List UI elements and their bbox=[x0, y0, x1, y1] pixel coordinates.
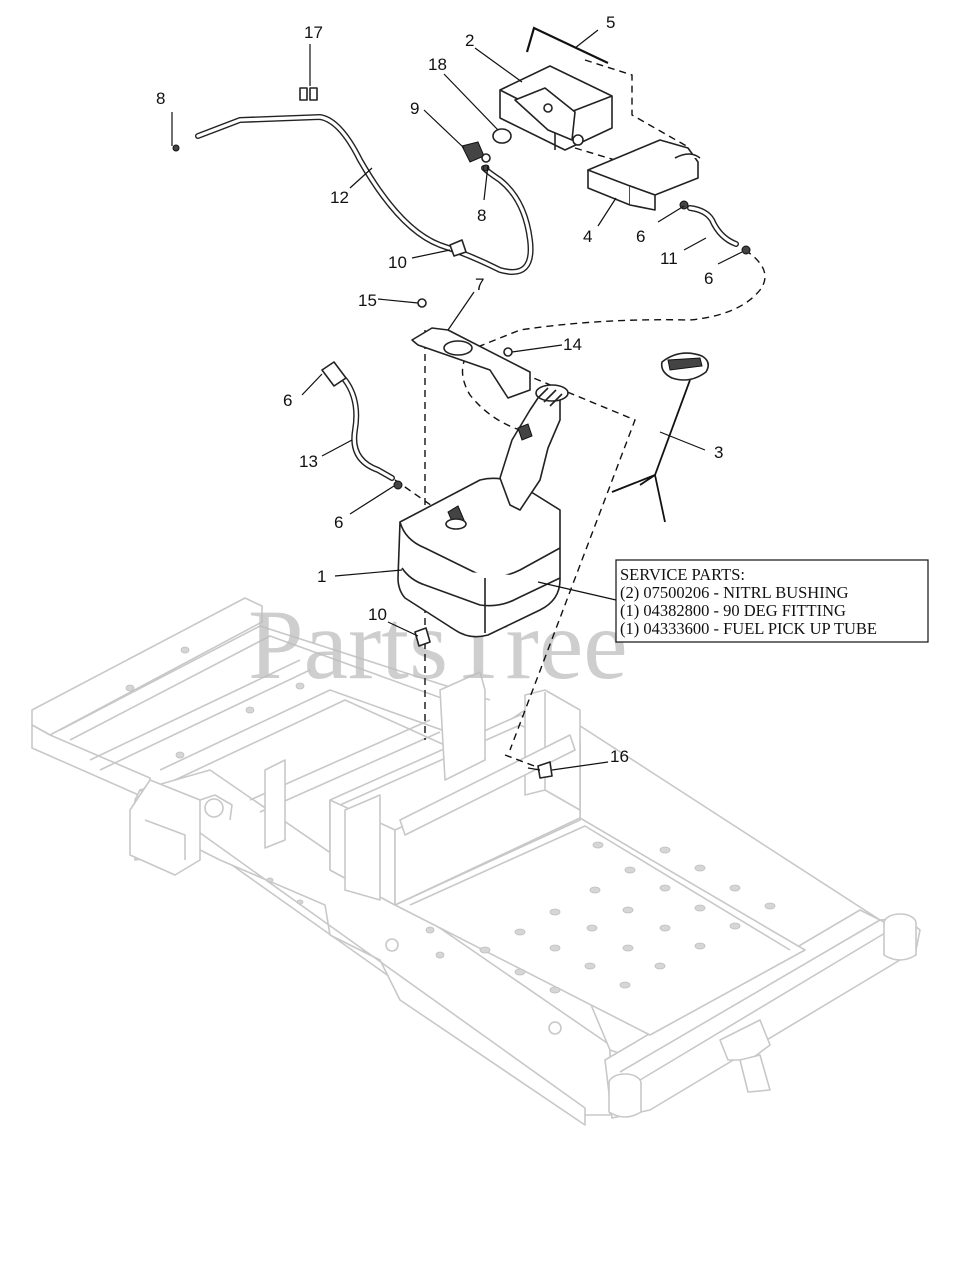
part-3-cap-tube bbox=[611, 352, 710, 523]
part-8-fitting-left bbox=[172, 144, 180, 152]
callout-6-lower: 6 bbox=[334, 513, 343, 532]
service-part-line-1: (2) 07500206 - NITRL BUSHING bbox=[620, 583, 849, 602]
callout-13: 13 bbox=[299, 452, 318, 471]
part-15-screw bbox=[417, 298, 427, 308]
service-part-line-2: (1) 04382800 - 90 DEG FITTING bbox=[620, 601, 846, 620]
part-11-hose bbox=[679, 200, 751, 255]
service-parts-title: SERVICE PARTS: bbox=[620, 565, 745, 584]
callout-4: 4 bbox=[583, 227, 592, 246]
part-10-clamp-lower bbox=[414, 627, 431, 647]
callout-6-upper: 6 bbox=[636, 227, 645, 246]
part-16-bolt bbox=[527, 761, 553, 779]
leader-lines bbox=[171, 29, 743, 771]
callout-5: 5 bbox=[606, 13, 615, 32]
callout-8-mid: 8 bbox=[477, 206, 486, 225]
service-part-line-3: (1) 04333600 - FUEL PICK UP TUBE bbox=[620, 619, 877, 638]
callout-10-lower: 10 bbox=[368, 605, 387, 624]
callout-18: 18 bbox=[428, 55, 447, 74]
callout-14: 14 bbox=[563, 335, 582, 354]
part-17-clip bbox=[299, 87, 318, 101]
part-9-fitting bbox=[461, 141, 491, 163]
service-parts-box: SERVICE PARTS: (2) 07500206 - NITRL BUSH… bbox=[615, 559, 929, 643]
callout-12: 12 bbox=[330, 188, 349, 207]
part-14-screw bbox=[503, 347, 513, 357]
part-1-fuel-tank bbox=[397, 384, 569, 638]
callout-numbers: 8 17 5 2 18 9 8 12 10 4 6 11 6 15 7 14 6… bbox=[156, 13, 723, 766]
part-4-bracket bbox=[587, 139, 701, 211]
callout-9: 9 bbox=[410, 99, 419, 118]
callout-10-upper: 10 bbox=[388, 253, 407, 272]
callout-8-left: 8 bbox=[156, 89, 165, 108]
callout-2: 2 bbox=[465, 31, 474, 50]
callout-6-left: 6 bbox=[283, 391, 292, 410]
callout-17: 17 bbox=[304, 23, 323, 42]
part-2-bracket-box bbox=[499, 65, 613, 151]
callout-7: 7 bbox=[475, 275, 484, 294]
part-5-rod bbox=[525, 26, 609, 64]
callout-15: 15 bbox=[358, 291, 377, 310]
mower-frame bbox=[31, 597, 921, 1126]
callout-11: 11 bbox=[660, 249, 678, 268]
callout-16: 16 bbox=[610, 747, 629, 766]
callout-1: 1 bbox=[317, 567, 326, 586]
callout-3: 3 bbox=[714, 443, 723, 462]
part-13-hose bbox=[321, 361, 403, 490]
floor-holes bbox=[125, 646, 776, 994]
part-10-clamp-upper bbox=[449, 239, 467, 257]
part-12-fuel-line bbox=[195, 113, 534, 275]
callout-6-right: 6 bbox=[704, 269, 713, 288]
part-7-plate bbox=[411, 327, 531, 399]
part-18-bushing bbox=[492, 128, 512, 144]
